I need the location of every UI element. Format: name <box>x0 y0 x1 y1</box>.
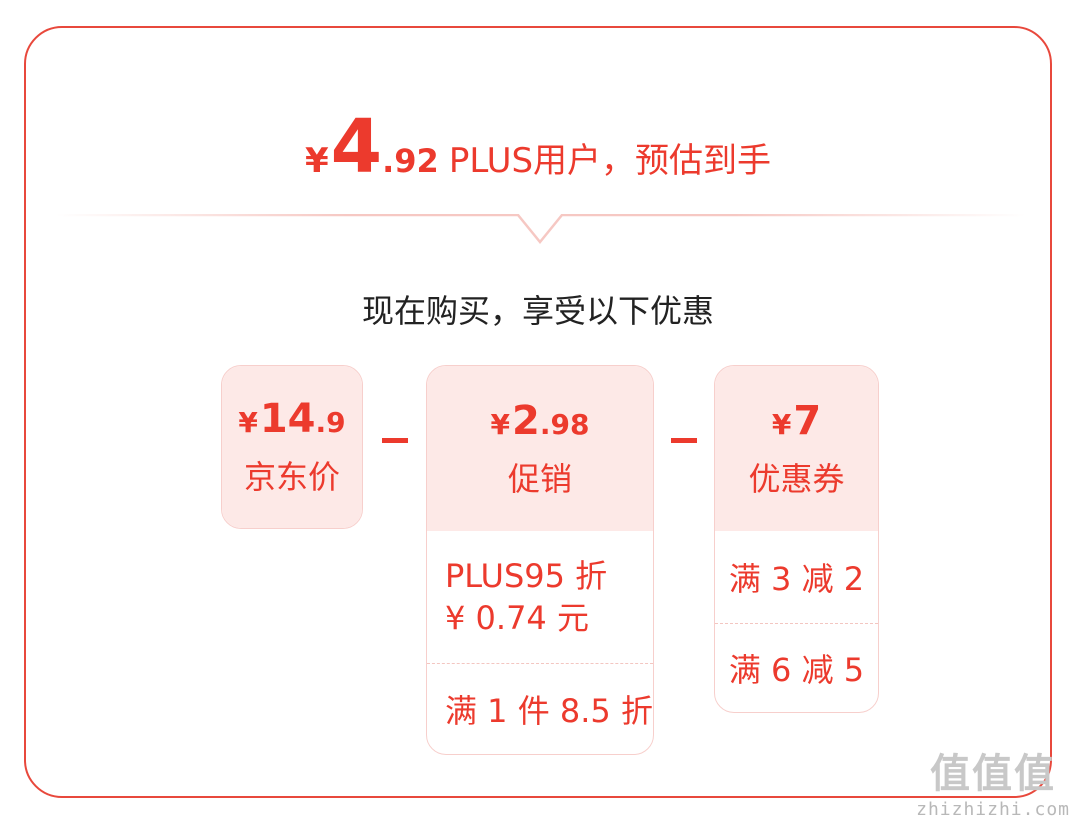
jd-price-yen: ¥ <box>238 406 258 439</box>
estimated-price-decimal: .92 <box>382 142 439 180</box>
estimated-price-headline: ¥ 4 .92 PLUS用户，预估到手 <box>26 110 1050 190</box>
coupon-header: ¥ 7 优惠券 <box>715 366 878 531</box>
coupon-tier-1: 满 3 减 2 <box>715 531 878 623</box>
coupon-tier-1-text: 满 3 减 2 <box>728 560 865 598</box>
promo-value: ¥ 2 .98 <box>491 398 590 444</box>
estimated-price-caption: PLUS用户，预估到手 <box>448 141 772 181</box>
promo-label: 促销 <box>507 459 572 498</box>
coupon-integer: 7 <box>793 397 822 444</box>
promo-quantity-discount: 满 1 件 8.5 折 <box>427 663 653 754</box>
promo-plus-rate: PLUS95 折 <box>445 557 608 595</box>
jd-price-header: ¥ 14 .9 京东价 <box>222 366 362 528</box>
promo-decimal: .98 <box>539 407 590 441</box>
promo-plus-amount: ¥ 0.74 元 <box>445 599 589 637</box>
coupon-label: 优惠券 <box>748 459 845 498</box>
promo-header: ¥ 2 .98 促销 <box>427 366 653 531</box>
coupon-value: ¥ 7 <box>772 398 821 444</box>
currency-symbol: ¥ <box>304 141 329 181</box>
discount-intro-text: 现在购买，享受以下优惠 <box>361 292 714 330</box>
jd-price-label: 京东价 <box>243 458 340 496</box>
minus-sign <box>671 438 697 443</box>
promo-yen: ¥ <box>490 407 511 441</box>
minus-sign <box>382 438 408 443</box>
promo-box: ¥ 2 .98 促销 PLUS95 折 ¥ 0.74 元 满 1 件 8.5 折 <box>426 365 654 755</box>
promo-quantity-text: 满 1 件 8.5 折 <box>445 692 653 730</box>
watermark: 值值值 zhizhizhi.com <box>916 741 1070 820</box>
price-breakdown-card: ¥ 4 .92 PLUS用户，预估到手 现在购买，享受以下优惠 ¥ 14 .9 … <box>24 26 1052 798</box>
jd-price-value: ¥ 14 .9 <box>238 396 345 442</box>
coupon-yen: ¥ <box>771 407 792 441</box>
divider-with-pointer <box>56 214 1026 244</box>
jd-price-box: ¥ 14 .9 京东价 <box>221 365 363 529</box>
watermark-url: zhizhizhi.com <box>916 799 1070 820</box>
coupon-tier-2: 满 6 减 5 <box>715 623 878 712</box>
coupon-box: ¥ 7 优惠券 满 3 减 2 满 6 减 5 <box>714 365 879 713</box>
promo-plus-discount: PLUS95 折 ¥ 0.74 元 <box>427 531 653 663</box>
coupon-tier-2-text: 满 6 减 5 <box>728 651 865 689</box>
estimated-price-integer: 4 <box>330 104 383 190</box>
jd-price-decimal: .9 <box>315 406 346 439</box>
watermark-logo: 值值值 <box>930 751 1057 797</box>
promo-integer: 2 <box>512 397 540 444</box>
jd-price-integer: 14 <box>259 396 316 442</box>
